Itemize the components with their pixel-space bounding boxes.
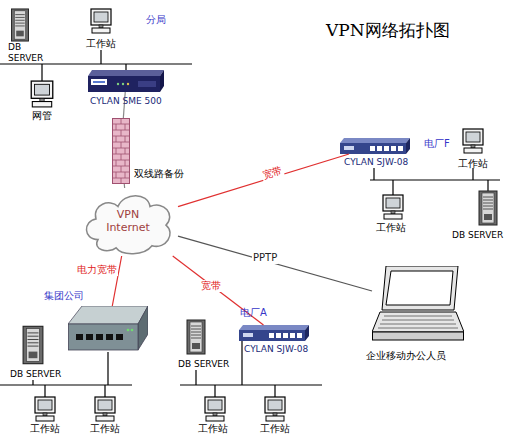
workstation-node: 工作站	[202, 396, 228, 422]
workstation-icon	[31, 81, 53, 107]
link-label: PPTP	[252, 252, 278, 264]
vpn-router-node: CYLAN SJW-08	[340, 138, 410, 154]
site-label: 分局	[146, 14, 166, 26]
workstation-label: 工作站	[198, 423, 228, 435]
site-label: 集团公司	[44, 290, 84, 302]
device-label: CYLAN SME 500	[90, 96, 162, 107]
workstation-label: 工作站	[90, 423, 120, 435]
vpn-router-node: CYLAN SJW-08	[238, 325, 310, 341]
workstation-label: 工作站	[376, 222, 406, 234]
server-node: DB SERVER	[22, 325, 44, 365]
workstation-label: 工作站	[458, 158, 488, 170]
workstation-label: 工作站	[30, 423, 60, 435]
vpn-gateway-node: CYLAN SME 500	[88, 70, 164, 92]
laptop-node: 企业移动办公人员	[372, 266, 464, 342]
workstation-icon	[383, 195, 403, 219]
site-label: 电厂F	[424, 138, 450, 150]
server-icon	[12, 9, 29, 41]
workstation-node: 工作站	[380, 194, 406, 220]
laptop-icon	[372, 266, 464, 340]
diagram-title: VPN网络拓扑图	[326, 20, 450, 40]
device-label: CYLAN SJW-08	[344, 157, 408, 168]
vpn-gateway-icon	[88, 70, 164, 92]
server-label: DB SERVER	[452, 230, 503, 241]
server-icon	[479, 191, 497, 225]
cloud-label: VPN Internet	[103, 208, 153, 234]
firewall-node: 双线路备份	[112, 118, 130, 184]
link-label: 电力宽带	[76, 264, 118, 276]
workstation-icon	[205, 397, 225, 421]
server-icon	[23, 326, 43, 363]
workstation-node: 工作站	[88, 8, 114, 34]
workstation-label: 工作站	[260, 423, 290, 435]
workstation-node: 工作站	[460, 128, 486, 154]
management-node: 网管	[28, 80, 56, 108]
workstation-node: 工作站	[262, 396, 288, 422]
laptop-label: 企业移动办公人员	[366, 350, 446, 362]
vpn-router-icon	[239, 325, 309, 341]
server-icon	[187, 320, 205, 354]
network-link	[178, 154, 349, 207]
server-label: DB SERVER	[8, 42, 52, 64]
vpn-gateway-icon	[68, 306, 148, 350]
site-label: 电厂A	[240, 307, 267, 319]
link-label: 宽带	[200, 280, 222, 292]
device-label: CYLAN SJW-08	[244, 344, 308, 355]
firewall-icon	[112, 118, 130, 184]
server-label: DB SERVER	[10, 369, 61, 380]
workstation-icon	[265, 397, 285, 421]
firewall-label: 双线路备份	[134, 168, 184, 180]
workstation-icon	[91, 9, 111, 33]
server-node: DB SERVER	[186, 318, 206, 356]
link-label: 宽带	[260, 164, 285, 182]
vpn-gateway-node: 集团公司	[68, 306, 148, 352]
workstation-node: 工作站	[92, 396, 118, 422]
server-label: DB SERVER	[178, 359, 229, 370]
vpn-router-icon	[340, 138, 410, 154]
workstation-icon	[35, 397, 55, 421]
lan-bus	[0, 352, 132, 397]
management-label: 网管	[32, 110, 52, 122]
network-link	[124, 184, 126, 188]
server-node: DB SERVER	[10, 8, 30, 42]
workstation-icon	[463, 129, 483, 153]
server-node: DB SERVER	[478, 190, 498, 226]
workstation-icon	[95, 397, 115, 421]
internet-cloud: VPN Internet	[78, 188, 178, 256]
workstation-label: 工作站	[86, 38, 116, 50]
workstation-node: 工作站	[32, 396, 58, 422]
cloud-shape	[86, 196, 170, 254]
